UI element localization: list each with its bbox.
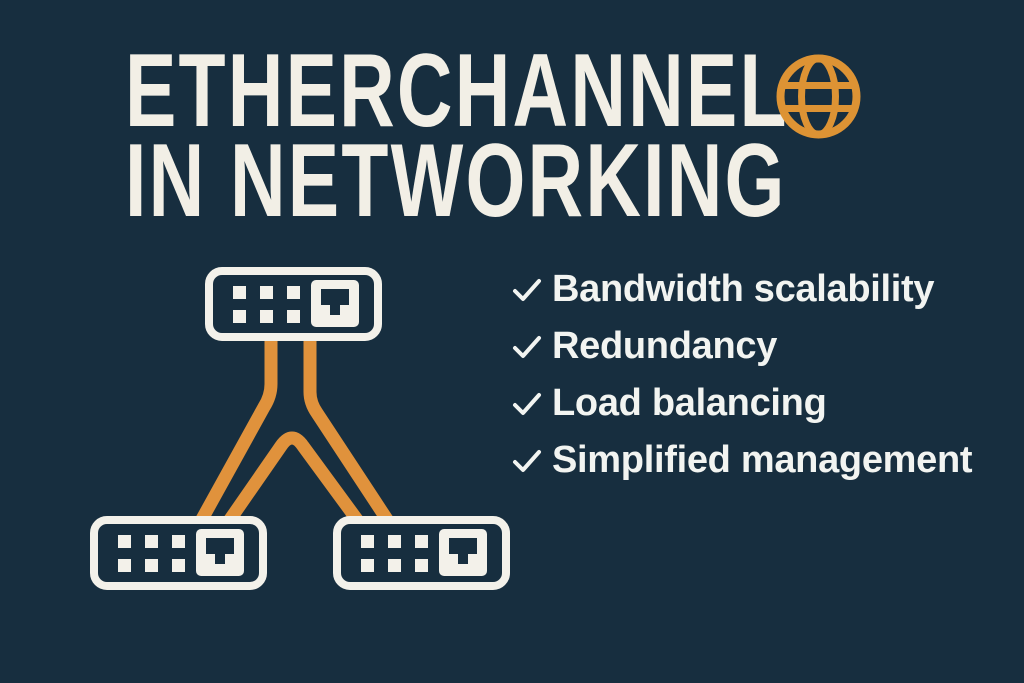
list-item-label: Redundancy <box>552 325 778 367</box>
checkmark-icon <box>513 335 541 358</box>
checkmark-icon <box>513 392 541 415</box>
page-title: ETHERCHANNEL IN NETWORKING <box>125 33 789 239</box>
list-item-label: Simplified management <box>552 439 973 481</box>
switch-bottom-right-icon <box>337 520 506 586</box>
list-item: Redundancy <box>512 318 972 375</box>
switch-bottom-left-icon <box>94 520 263 586</box>
etherchannel-link-left-outer <box>195 338 278 525</box>
list-item: Bandwidth scalability <box>512 261 972 318</box>
checkmark-icon <box>513 449 541 472</box>
switch-top-icon <box>209 271 378 337</box>
checkmark-icon <box>513 278 541 301</box>
globe-icon <box>776 54 861 139</box>
list-item: Simplified management <box>512 432 973 489</box>
benefits-checklist: Bandwidth scalability Redundancy Load ba… <box>512 261 973 489</box>
title-line-2: IN NETWORKING <box>125 123 787 239</box>
list-item: Load balancing <box>512 375 972 432</box>
title-line-1: ETHERCHANNEL <box>125 33 789 149</box>
list-item-label: Bandwidth scalability <box>552 268 935 310</box>
etherchannel-link-inner-pair <box>223 431 364 525</box>
etherchannel-link-right-outer <box>303 338 394 525</box>
list-item-label: Load balancing <box>552 382 827 424</box>
